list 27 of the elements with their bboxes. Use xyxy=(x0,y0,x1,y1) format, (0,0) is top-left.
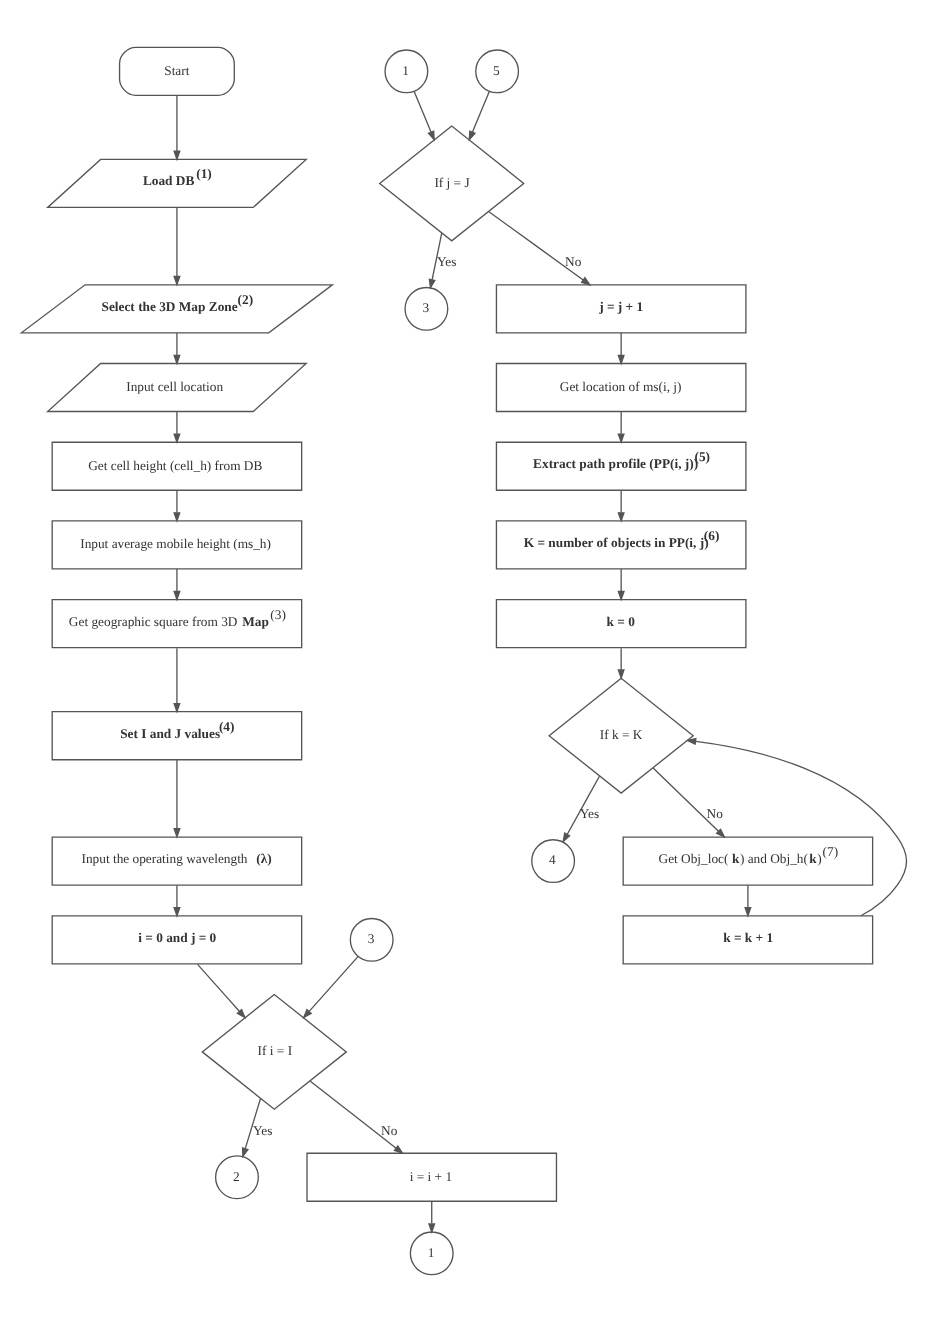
arrow xyxy=(196,962,247,1018)
arrow xyxy=(744,883,752,917)
arrow xyxy=(413,90,435,141)
arrow xyxy=(428,231,443,289)
arrow xyxy=(309,1079,405,1154)
arrow xyxy=(562,774,601,843)
arrow xyxy=(173,410,181,444)
arrow xyxy=(488,210,592,285)
arrow xyxy=(173,758,181,838)
arrow xyxy=(302,954,359,1018)
arrow xyxy=(173,206,181,286)
arrow xyxy=(617,410,625,444)
arrow xyxy=(173,883,181,917)
arrow xyxy=(617,567,625,601)
arrow xyxy=(652,766,726,838)
arrow xyxy=(468,90,490,141)
arrow xyxy=(173,331,181,365)
arrow xyxy=(428,1199,436,1233)
arrow xyxy=(173,94,181,161)
arrow xyxy=(173,646,181,713)
arrow xyxy=(173,567,181,601)
arrow xyxy=(617,646,625,679)
arrow xyxy=(241,1096,262,1158)
arrow xyxy=(173,488,181,522)
arrow xyxy=(685,736,908,916)
arrow xyxy=(617,331,625,365)
arrow xyxy=(617,488,625,522)
